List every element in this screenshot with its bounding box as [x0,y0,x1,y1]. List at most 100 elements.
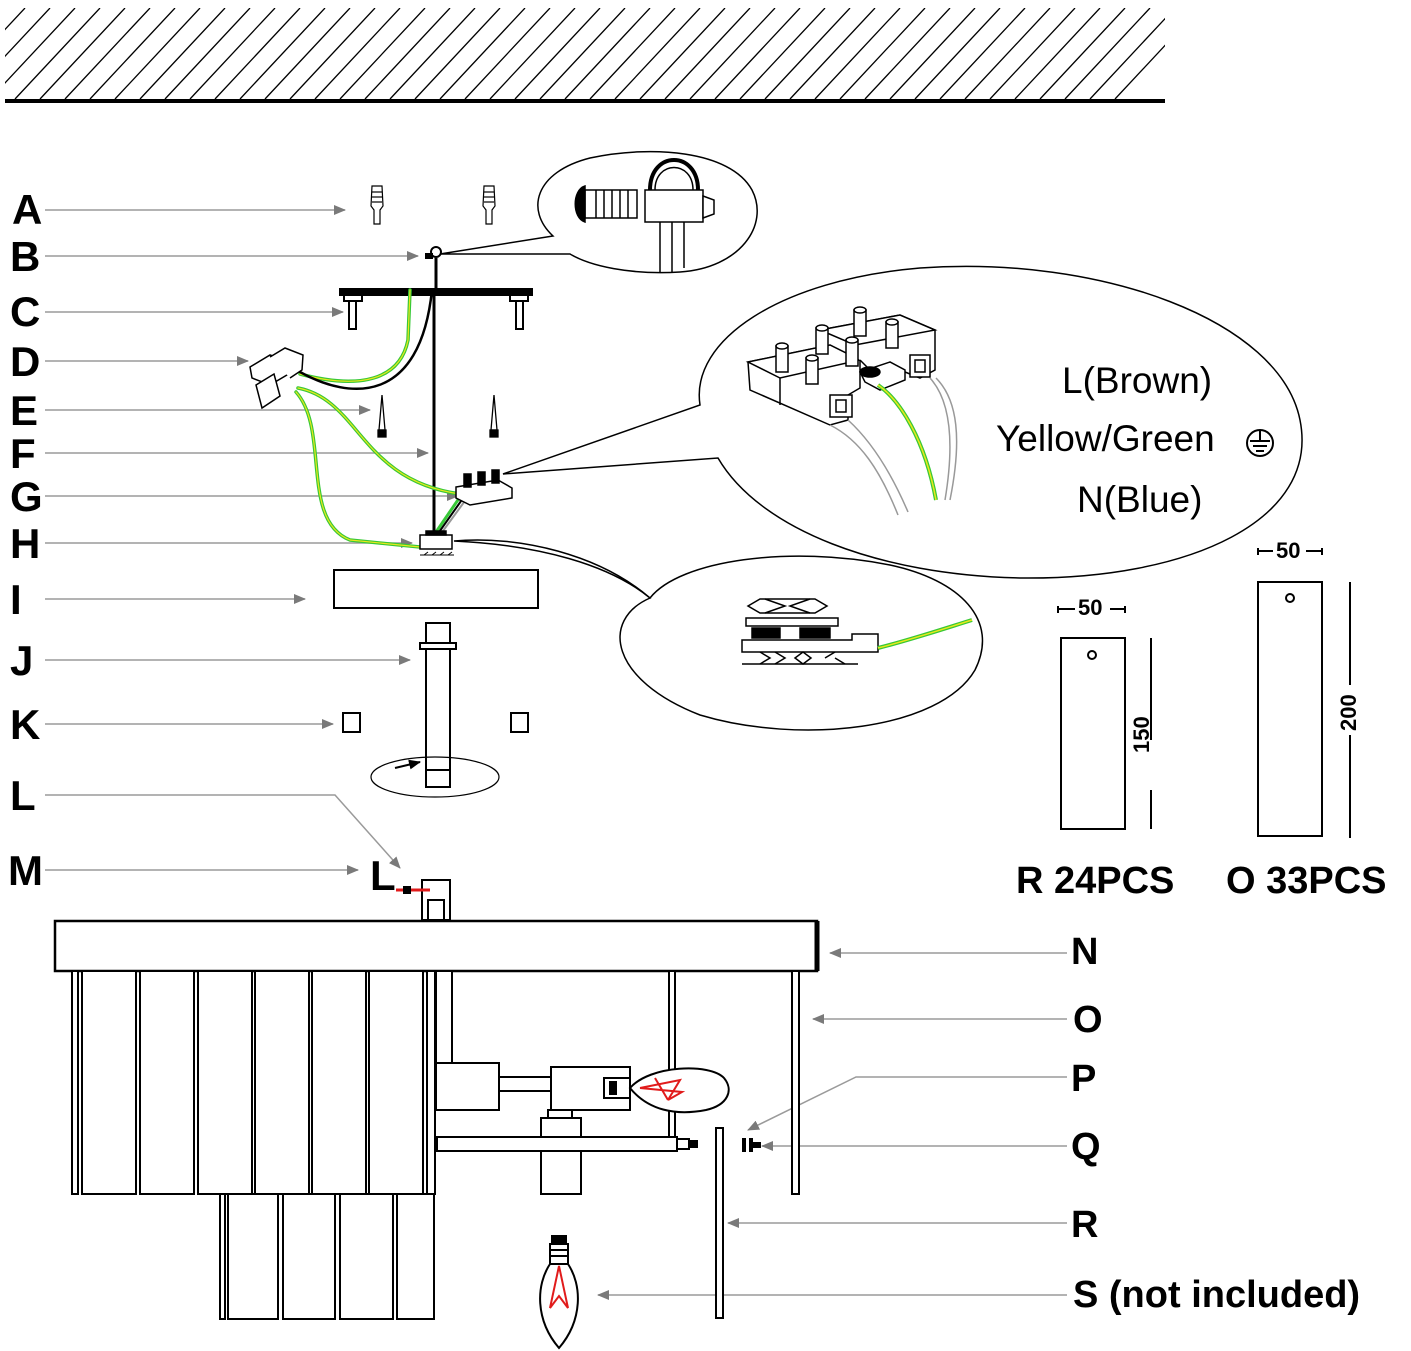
dim-o-width: 50 [1276,538,1301,563]
hatch-line [789,8,876,100]
hatch-line [89,8,176,100]
hatch-line [39,8,126,100]
earth-nut-h [419,530,454,556]
label-l-marker: L [370,852,396,899]
spare-bulb-s [539,1235,579,1350]
hatch-line [264,8,351,100]
label-s: S (not included) [1073,1274,1361,1316]
label-r: R [1071,1204,1099,1246]
label-h: H [10,520,41,567]
hatch-line [1114,44,1165,100]
hook-b [425,246,442,259]
hatch-line [5,8,26,31]
ceiling-plate-n [53,919,819,973]
label-g: G [10,473,43,520]
hatch-line [714,8,801,100]
count-o: O 33PCS [1226,860,1387,902]
wire-label-live: L(Brown) [1062,360,1213,401]
label-k: K [10,701,41,748]
label-b: B [10,233,41,280]
wire-label-neutral: N(Blue) [1077,479,1203,520]
lamp-holder [435,970,698,1195]
pipe-j [370,622,500,798]
earth-symbol-icon [1246,429,1274,457]
set-screw-l [396,879,451,921]
wire-label-earth: Yellow/Green [996,418,1215,459]
hatch-line [364,8,451,100]
hatch-line [414,8,501,100]
hatch-line [989,8,1076,100]
hatch-line [589,8,676,100]
hatch-line [339,8,426,100]
ceiling [5,8,1165,103]
hatch-line [739,8,826,100]
label-a: A [12,186,43,233]
hatch-line [839,8,926,100]
dim-o-height: 200 [1336,694,1361,731]
detail-bubble-hook [439,150,758,274]
hatch-line [639,8,726,100]
wall-plug-a [370,185,496,225]
hatch-line [289,8,376,100]
hatch-line [139,8,226,100]
label-j: J [10,637,34,684]
hatch-line [889,8,976,100]
canopy-i [333,569,539,609]
hatch-line [5,8,51,58]
hatch-line [314,8,401,100]
nuts-k [342,712,529,733]
hatch-line [689,8,776,100]
crystal-panels [71,970,800,1320]
terminal-block-g [455,469,513,506]
hatch-line [439,8,526,100]
label-f: F [10,430,36,477]
dim-r-width: 50 [1078,595,1103,620]
hatch-line [764,8,851,100]
hatch-line [389,8,476,100]
label-q: Q [1071,1126,1101,1168]
dim-r-height: 150 [1129,716,1154,753]
spec-crystal-o [1257,548,1351,838]
hatch-line [239,8,326,100]
hatch-line [489,8,576,100]
hatch-line [964,8,1051,100]
hatch-line [939,8,1026,100]
spec-crystal-r [1057,606,1152,830]
label-n: N [1071,931,1099,973]
hatch-line [464,8,551,100]
screws-e [377,394,499,438]
bulb-in-holder [628,1067,730,1114]
crystal-r [715,1127,724,1319]
hatch-line [564,8,651,100]
count-r: R 24PCS [1016,860,1175,902]
label-d: D [10,338,41,385]
hatch-line [1014,8,1101,100]
label-m: M [8,847,43,894]
hatch-line [214,8,301,100]
leader-arrows-left [45,205,459,875]
hatch-line [164,8,251,100]
hatch-line [14,8,101,100]
detail-bubble-terminal [502,265,1303,579]
hatch-line [539,8,626,100]
wire-connector-d [249,347,304,410]
label-c: C [10,288,41,335]
wire-bundle [294,288,471,549]
hatch-line [1064,8,1151,100]
hatch-line [5,8,76,84]
hatch-line [189,8,276,100]
hatch-line [514,8,601,100]
hatch-line [664,8,751,100]
label-i: I [10,576,22,623]
hatch-line [814,8,901,100]
label-o: O [1073,999,1103,1041]
hatch-line [1089,17,1165,100]
mounting-bracket [339,258,533,535]
hatch-line [114,8,201,100]
label-l: L [10,772,36,819]
detail-bubble-earth [453,539,984,731]
label-p: P [1071,1058,1097,1100]
hatch-line [64,8,151,100]
